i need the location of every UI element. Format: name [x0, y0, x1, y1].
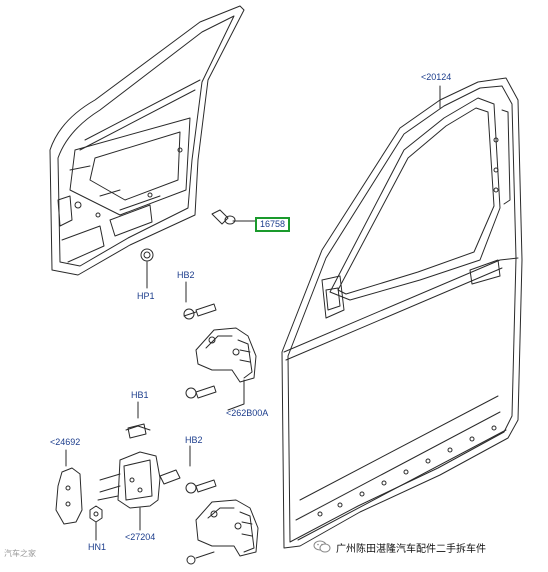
callout-check-bolt: HB1	[131, 390, 149, 400]
plug-hp1	[140, 248, 154, 289]
wechat-icon	[313, 540, 331, 553]
check-strap-stopper	[211, 209, 256, 225]
upper-hinge	[183, 281, 257, 411]
outer-door-shell	[281, 77, 523, 549]
watermark-logo: 汽车之家	[4, 549, 36, 558]
watermark-text: 广州陈田湛隆汽车配件二手拆车件	[336, 544, 486, 555]
callout-door-shell: <20124	[421, 72, 452, 82]
callout-nut: HN1	[88, 542, 107, 552]
callout-plug: HP1	[137, 291, 155, 301]
check-arm-assembly	[55, 401, 259, 565]
callout-hinge: <262B00A	[226, 408, 269, 418]
callout-check-arm: <27204	[125, 532, 156, 542]
callout-lower-bolt: HB2	[185, 435, 203, 445]
callout-check-strap-stopper: 16758	[255, 217, 291, 232]
inner-door-frame	[49, 5, 245, 276]
callout-upper-bolt: HB2	[177, 270, 195, 280]
callout-trim-bracket: <24692	[50, 437, 81, 447]
